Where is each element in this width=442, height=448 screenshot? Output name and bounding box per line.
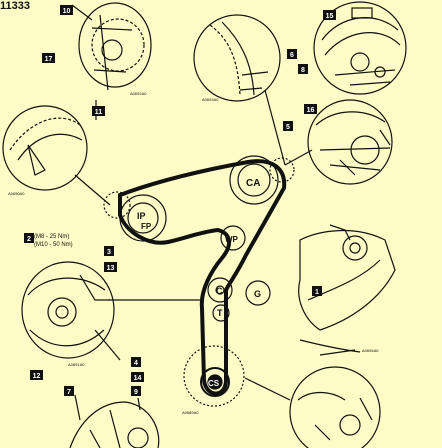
callout-number: 12 <box>33 373 41 380</box>
detail-cam-sprocket <box>78 2 152 88</box>
callout-17: 17 <box>42 53 55 63</box>
callout-number: 9 <box>134 389 138 396</box>
label-c: C <box>216 286 223 296</box>
callout-12: 12 <box>30 370 43 380</box>
callout-2: 2 <box>24 233 34 243</box>
figure-id: 11333 <box>0 0 30 12</box>
idler-pulley <box>207 277 233 303</box>
callout-number: 17 <box>45 56 53 63</box>
callout-10: 10 <box>60 5 73 15</box>
torque-m8: (M8 - 25 Nm) <box>34 234 69 240</box>
callout-number: 10 <box>63 8 71 15</box>
camshaft-pulley <box>229 155 279 205</box>
detail-belt-mark <box>2 105 88 191</box>
callout-number: 7 <box>67 389 71 396</box>
callout-number: 16 <box>307 107 315 114</box>
callout-15: 15 <box>323 10 336 20</box>
callout-number: 11 <box>95 109 103 116</box>
ref-5: A0694A0 <box>362 348 379 353</box>
torque-m10: (M10 - 50 Nm) <box>34 242 73 248</box>
ref-2: A0693A0 <box>202 97 219 102</box>
callout-8: 8 <box>298 64 308 74</box>
ref-4: A0691A0 <box>68 362 85 367</box>
water-pump-pulley <box>220 225 246 251</box>
callout-16: 16 <box>304 104 317 114</box>
guide-pulley <box>245 280 271 306</box>
detail-cam-marks <box>193 14 281 102</box>
callout-3: 3 <box>104 246 114 256</box>
crankshaft-sprocket <box>200 367 230 397</box>
timing-belt <box>118 159 287 396</box>
callout-number: 1 <box>315 289 319 296</box>
label-cs: CS <box>208 379 220 388</box>
callout-number: 2 <box>27 236 31 243</box>
ref-6: A0689A0 <box>182 410 199 415</box>
label-ip: IP <box>137 211 146 221</box>
callout-number: 14 <box>134 375 142 382</box>
label-fp: FP <box>141 222 152 231</box>
callout-number: 6 <box>290 52 294 59</box>
detail-16 <box>307 99 393 185</box>
callout-11: 11 <box>92 106 105 116</box>
detail-15 <box>313 1 407 95</box>
callout-number: 3 <box>107 249 111 256</box>
callout-4: 4 <box>131 357 141 367</box>
callout-6: 6 <box>287 49 297 59</box>
callout-14: 14 <box>131 372 144 382</box>
detail-crank-lock <box>69 401 160 448</box>
detail-tensioner-tool <box>298 230 396 331</box>
callout-number: 4 <box>134 360 138 367</box>
callout-number: 5 <box>286 124 290 131</box>
ref-1: A0692A0 <box>130 91 147 96</box>
callout-13: 13 <box>104 262 117 272</box>
tensioner-pulley <box>212 304 230 322</box>
label-g: G <box>254 289 261 299</box>
callout-number: 15 <box>326 13 334 20</box>
callout-1: 1 <box>312 286 322 296</box>
label-t: T <box>217 308 223 318</box>
callout-9: 9 <box>131 386 141 396</box>
callout-7: 7 <box>64 386 74 396</box>
label-ca: CA <box>246 178 260 189</box>
callout-number: 13 <box>107 265 115 272</box>
ref-3: A0690A0 <box>8 191 25 196</box>
detail-crank-sprocket <box>289 366 381 448</box>
label-wp: WP <box>225 235 239 244</box>
detail-tensioner <box>21 261 115 359</box>
callout-5: 5 <box>283 121 293 131</box>
callout-number: 8 <box>301 67 305 74</box>
